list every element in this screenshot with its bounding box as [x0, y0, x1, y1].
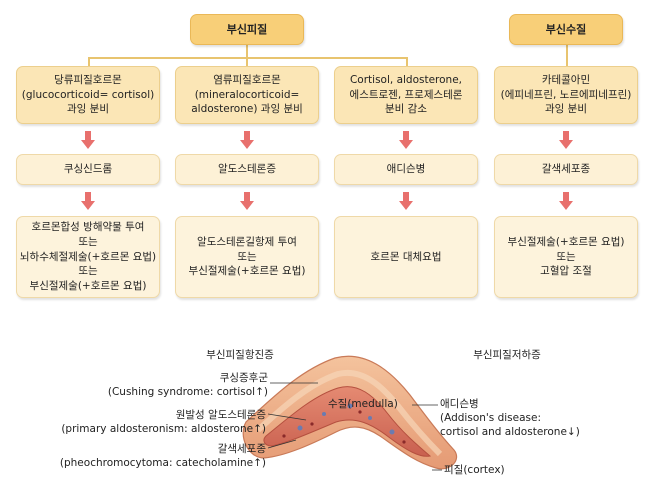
arrow-down-icon — [240, 131, 254, 149]
arrow-down-icon — [399, 131, 413, 149]
arrow-down-icon — [81, 131, 95, 149]
adrenal-cortex-header: 부신피질 — [190, 14, 304, 45]
cortex-label: 피질(cortex) — [444, 464, 505, 476]
arrow-down-icon — [81, 192, 95, 210]
treatment-box-aldosteronism: 알도스테론길항제 투여 또는 부신절제술(+호르몬 요법) — [175, 216, 319, 298]
disease-box-aldosteronism: 알도스테론증 — [175, 154, 319, 185]
pheochromocytoma-label: 갈색세포종 (pheochromocytoma: catecholamine↑) — [59, 443, 266, 470]
connector-medulla — [566, 44, 568, 67]
disease-box-addison: 애디슨병 — [334, 154, 478, 185]
connector-col1 — [88, 57, 90, 67]
adrenal-medulla-header: 부신수질 — [509, 14, 623, 45]
connector-bar — [88, 57, 408, 59]
arrow-down-icon — [399, 192, 413, 210]
cushing-syndrome-label: 쿠싱증후군 (Cushing syndrome: cortisol↑) — [107, 372, 268, 399]
primary-aldosteronism-label: 원발성 알도스테론증 (primary aldosteronism: aldos… — [61, 409, 266, 436]
disease-box-pheochromocytoma: 갈색세포종 — [494, 154, 638, 185]
hyperadrenocorticism-title: 부신피질항진증 — [206, 349, 274, 361]
arrow-down-icon — [559, 192, 573, 210]
treatment-box-pheochromocytoma: 부신절제술(+호르몬 요법) 또는 고혈압 조절 — [494, 216, 638, 298]
cause-box-glucocorticoid: 당류피질호르몬 (glucocorticoid= cortisol) 과잉 분비 — [16, 66, 160, 124]
treatment-box-cushing: 호르몬합성 방해약물 투여 또는 뇌하수체절제술(+호르몬 요법) 또는 부신절… — [16, 216, 160, 298]
arrow-down-icon — [240, 192, 254, 210]
connector-col3 — [406, 57, 408, 67]
cause-box-catecholamine: 카테콜아민 (에피네프린, 노르에피네프린) 과잉 분비 — [494, 66, 638, 124]
connector-col2 — [246, 57, 248, 67]
hypoadrenocorticism-title: 부신피질저하증 — [473, 349, 541, 361]
adrenal-gland-illustration — [242, 355, 458, 470]
cause-box-mineralocorticoid: 염류피질호르몬 (mineralocorticoid= aldosterone)… — [175, 66, 319, 124]
disease-box-cushing: 쿠싱신드롬 — [16, 154, 160, 185]
medulla-label: 수질(medulla) — [328, 398, 398, 410]
cause-box-hormone-deficit: Cortisol, aldosterone, 에스트로젠, 프로제스테론 분비 … — [334, 66, 478, 124]
connector-stem — [246, 44, 248, 58]
arrow-down-icon — [559, 131, 573, 149]
addisons-disease-label: 애디슨병 (Addison's disease: cortisol and al… — [440, 398, 580, 439]
treatment-box-addison: 호르몬 대체요법 — [334, 216, 478, 298]
